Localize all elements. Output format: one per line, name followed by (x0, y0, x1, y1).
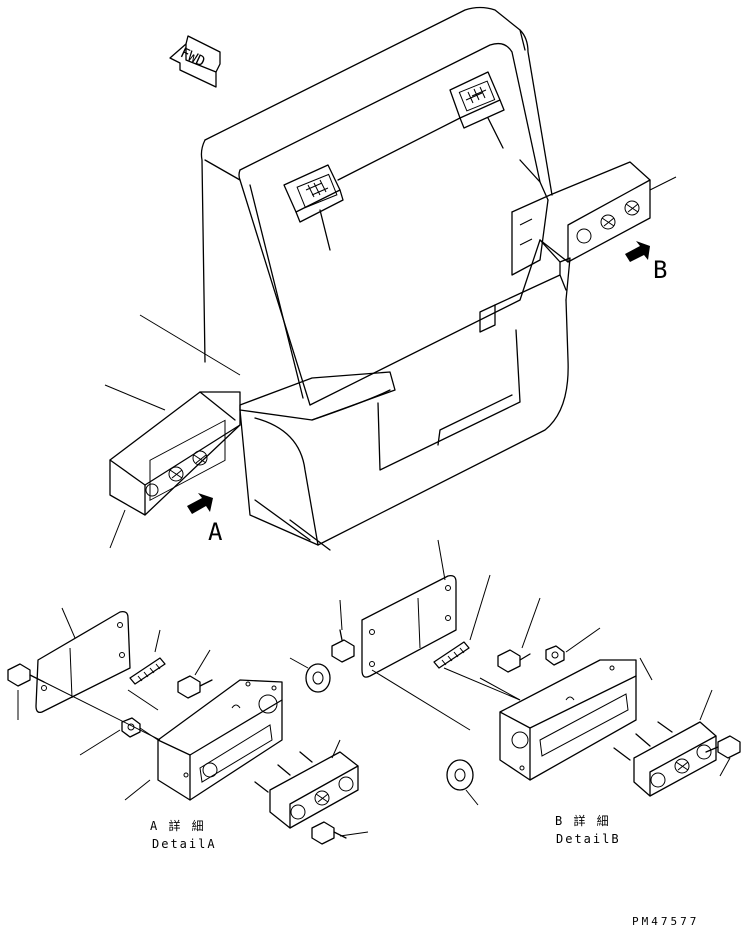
arrow-b-label: B (653, 256, 668, 284)
detail-a-nut (79, 717, 141, 756)
cab-lamp-rear (449, 71, 505, 149)
arrow-b-marker (625, 241, 650, 262)
detail-b-lamp-unit (613, 689, 717, 797)
detail-a-cover-plate (35, 607, 131, 714)
detail-b-bracket (499, 657, 653, 781)
counterweight (239, 239, 571, 551)
detail-b-cover-plate (361, 539, 457, 678)
detail-b-title-en: DetailB (556, 832, 621, 846)
detail-a-bolt-bottom (311, 821, 369, 845)
detail-b-bolt-right (705, 735, 741, 777)
detail-a-title-en: DetailA (152, 837, 217, 851)
right-lamp-housing (511, 161, 651, 276)
detail-b-title-jp: B 詳 細 (555, 814, 611, 828)
detail-a-lamp-unit (254, 739, 359, 829)
drawing-code: PM47577 (632, 915, 700, 927)
detail-a-bolt-left (7, 663, 45, 720)
leader-lines-body (104, 176, 677, 549)
arrow-a-label: A (208, 518, 223, 546)
detail-b-screw (433, 574, 491, 669)
detail-b-grommet (446, 759, 479, 806)
arrow-a-marker (187, 493, 213, 514)
cab-lamp-bar (337, 117, 461, 181)
detail-a-screw (129, 629, 166, 685)
detail-b-nut (545, 627, 601, 666)
detail-a-bolt-mid (177, 649, 213, 699)
fwd-arrow (169, 35, 221, 88)
cab-lamp-front (283, 164, 344, 251)
detail-a-bracket (124, 679, 283, 801)
detail-a-title-jp: A 詳 細 (150, 819, 206, 833)
detail-b-connection-lines (371, 667, 521, 731)
detail-b-bolt-mid (497, 597, 541, 673)
detail-a-bolt-right (331, 599, 355, 663)
detail-a-grommet (289, 657, 331, 693)
cab-body (200, 6, 553, 406)
left-lamp-housing (109, 391, 241, 516)
detail-a-connection-lines (43, 681, 161, 741)
